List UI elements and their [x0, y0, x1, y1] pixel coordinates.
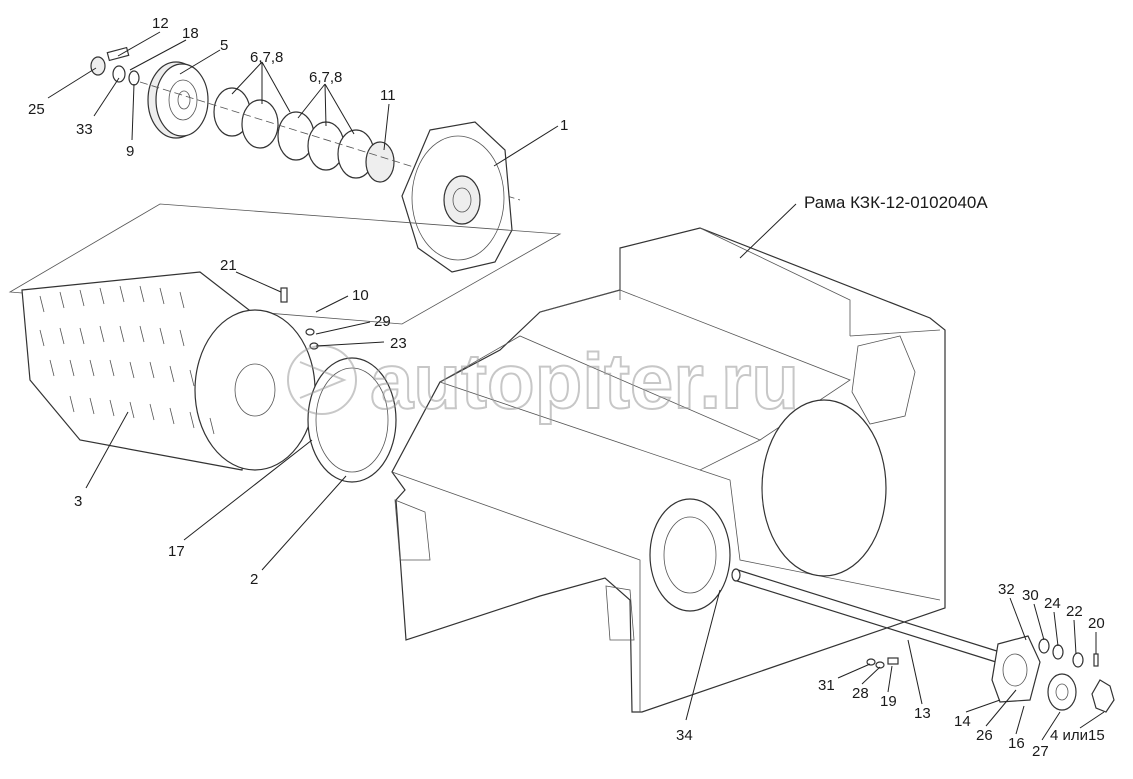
callout-20: 20 — [1088, 615, 1105, 632]
callout-12: 12 — [152, 15, 169, 32]
callout-labels: 12 18 5 6,7,8 6,7,8 25 33 9 11 1 21 10 2… — [28, 15, 1105, 760]
callout-29: 29 — [374, 313, 391, 330]
rotor-drum — [8, 203, 562, 483]
callout-9: 9 — [126, 143, 134, 160]
shaft — [731, 568, 1001, 663]
callout-10: 10 — [352, 287, 369, 304]
callout-1: 1 — [560, 117, 568, 134]
callout-34: 34 — [676, 727, 693, 744]
callout-11: 11 — [380, 87, 396, 104]
callout-6-7-8-b: 6,7,8 — [309, 69, 342, 86]
callout-18: 18 — [182, 25, 199, 42]
callout-5: 5 — [220, 37, 228, 54]
callout-16: 16 — [1008, 735, 1025, 752]
callout-33: 33 — [76, 121, 93, 138]
callout-22: 22 — [1066, 603, 1083, 620]
callout-28: 28 — [852, 685, 869, 702]
callout-24: 24 — [1044, 595, 1061, 612]
callout-30: 30 — [1022, 587, 1039, 604]
watermark: autopiter.ru — [287, 336, 800, 426]
callout-32: 32 — [998, 581, 1015, 598]
callout-14: 14 — [954, 713, 971, 730]
leader-lines — [47, 31, 1105, 741]
watermark-text: autopiter.ru — [370, 337, 799, 425]
callout-2: 2 — [250, 571, 258, 588]
callout-27: 27 — [1032, 743, 1049, 760]
flange-plate — [401, 121, 513, 273]
callout-25: 25 — [28, 101, 45, 118]
callout-31: 31 — [818, 677, 835, 694]
frame-title: Рама КЗК-12-0102040А — [804, 193, 988, 212]
frame-body — [391, 227, 946, 713]
callout-19: 19 — [880, 693, 897, 710]
callout-26: 26 — [976, 727, 993, 744]
callout-3: 3 — [74, 493, 82, 510]
callout-23: 23 — [390, 335, 407, 352]
callout-4-or-15: 4 или15 — [1050, 727, 1105, 744]
callout-6-7-8-a: 6,7,8 — [250, 49, 283, 66]
bearing-housing-set — [866, 635, 1115, 713]
callout-17: 17 — [168, 543, 185, 560]
callout-13: 13 — [914, 705, 931, 722]
callout-21: 21 — [220, 257, 237, 274]
